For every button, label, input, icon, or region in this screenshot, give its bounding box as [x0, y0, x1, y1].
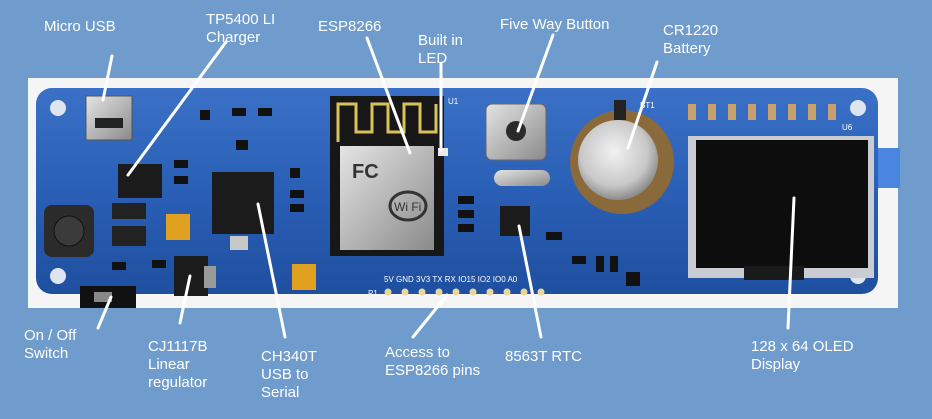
wifi-logo-text: Wi Fi	[394, 200, 421, 214]
built-in-led	[438, 148, 448, 156]
battery-clip	[614, 100, 626, 120]
pointer-esp8266	[365, 36, 412, 155]
esp8266-shield	[340, 146, 434, 250]
resistor	[458, 224, 474, 232]
label-access-pins: Access to ESP8266 pins	[385, 344, 481, 379]
diode	[112, 203, 146, 219]
inductor-core	[53, 215, 85, 247]
cr1220-battery	[578, 120, 658, 200]
label-cr1220: CR1220 Battery	[663, 22, 719, 57]
wifi-logo	[388, 190, 428, 222]
label-five-way-button: Five Way Button	[500, 16, 610, 33]
label-rtc: 8563T RTC	[505, 348, 582, 365]
fcc-mark: FC	[352, 161, 379, 183]
regulator-tab	[204, 266, 216, 288]
oled-flex	[744, 266, 804, 280]
pointer-battery	[626, 60, 659, 150]
diode	[112, 226, 146, 246]
header-p1: P1	[368, 289, 378, 298]
bt1-silkscreen: BT1	[640, 101, 655, 110]
tp5400-chip	[118, 164, 162, 198]
tantalum-capacitor	[292, 264, 316, 290]
u6-silkscreen: U6	[842, 123, 853, 132]
pin-header	[384, 288, 545, 296]
tantalum-capacitor	[166, 214, 190, 240]
label-built-in-led: Built in LED	[418, 32, 464, 67]
smd-parts	[112, 108, 640, 286]
crystal	[230, 236, 248, 250]
pointer-five-way	[516, 33, 555, 133]
rtc-crystal	[494, 170, 550, 186]
mounting-hole	[50, 100, 66, 116]
pointer-ch340t	[256, 202, 287, 339]
pointer-oled	[786, 196, 796, 330]
callout-pointers	[96, 33, 796, 339]
mounting-hole	[50, 268, 66, 284]
micro-usb-port	[95, 118, 123, 128]
mounting-hole	[850, 100, 866, 116]
capacitor-row	[688, 104, 836, 120]
pointer-regulator	[178, 274, 192, 325]
label-oled: 128 x 64 OLED Display	[751, 338, 854, 373]
label-micro-usb: Micro USB	[44, 18, 116, 35]
resistor	[458, 210, 474, 218]
switch-slider	[94, 292, 112, 302]
pointer-rtc	[517, 224, 543, 339]
label-esp8266: ESP8266	[318, 18, 382, 35]
u1-silkscreen: U1	[448, 97, 459, 106]
joystick-knob	[506, 121, 526, 141]
pointer-pins	[411, 293, 449, 339]
oled-screen	[696, 140, 868, 268]
pointer-tp5400	[126, 40, 228, 177]
ch340t-chip	[212, 172, 274, 234]
label-tp5400: TP5400 LI Charger	[206, 11, 276, 46]
rtc-chip	[500, 206, 530, 236]
pin-labels: 5V GND 3V3 TX RX IO15 IO2 IO0 A0	[384, 275, 518, 284]
pcb-antenna	[336, 102, 438, 142]
label-ch340t: CH340T USB to Serial	[261, 348, 317, 401]
pointer-switch	[96, 295, 113, 330]
label-cj1117b: CJ1117B Linear regulator	[148, 338, 208, 391]
pointer-micro-usb	[101, 54, 114, 102]
resistor	[458, 196, 474, 204]
label-on-off: On / Off Switch	[24, 327, 77, 362]
